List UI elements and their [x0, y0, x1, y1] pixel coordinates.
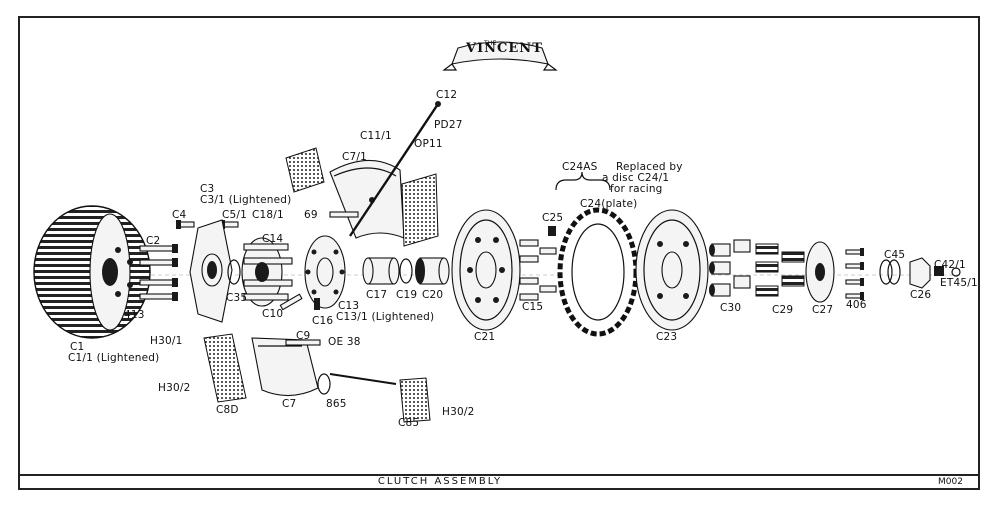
label-c4: C4: [172, 209, 187, 221]
drawing-title: CLUTCH ASSEMBLY: [377, 476, 503, 487]
friction-plate-c24: [557, 207, 639, 337]
label-c24-plate: C24(plate): [580, 198, 638, 210]
bearing-c20: [415, 257, 450, 285]
rod-c12: [349, 103, 439, 237]
label-c24as-note-2: a disc C24/1: [602, 172, 670, 184]
cups-c30: [709, 239, 751, 297]
label-c3-1: C3/1 (Lightened): [200, 194, 292, 206]
label-c26: C26: [910, 289, 932, 301]
label-865: 865: [326, 398, 347, 410]
label-c5-1: C5/1: [222, 209, 248, 221]
label-c24as: C24AS: [562, 161, 598, 173]
label-406: 406: [846, 299, 867, 311]
bolt-c9: [285, 339, 321, 346]
logo-brand-text: VINCENT: [466, 41, 543, 56]
label-c21: C21: [474, 331, 496, 343]
pressure-plate-c23: [635, 209, 709, 331]
plate-c3: [189, 219, 233, 323]
label-c13: C13: [338, 300, 360, 312]
label-c17: C17: [366, 289, 388, 301]
label-c30: C30: [720, 302, 742, 314]
lining-c85: [399, 377, 431, 423]
label-h30-1: H30/1: [150, 335, 183, 347]
label-c12: C12: [436, 89, 458, 101]
spring-plate-c27: [805, 241, 835, 303]
label-c7: C7: [282, 398, 297, 410]
springs-c29: [755, 243, 805, 297]
spring-rod: [329, 373, 397, 385]
clutch-drum-c1: [33, 205, 151, 339]
logo-small-text: THE: [484, 40, 497, 47]
label-c1: C1: [70, 341, 85, 353]
part-c42-1: [934, 266, 944, 276]
title-strip: [18, 474, 980, 492]
pin-c10: [279, 293, 303, 311]
washers-c45: [879, 259, 901, 285]
pins-c15: [519, 239, 557, 301]
label-pd27: PD27: [434, 119, 463, 131]
label-c18-1: C18/1: [252, 209, 284, 221]
label-c7-1: C7/1: [342, 151, 368, 163]
label-69: 69: [304, 209, 318, 221]
label-c24as-note-1: Replaced by: [616, 161, 683, 173]
part-c25: [548, 226, 556, 236]
label-c10: C10: [262, 308, 284, 320]
label-c85: C85: [398, 417, 420, 429]
label-c3: C3: [200, 183, 215, 195]
ring-c19: [399, 258, 413, 284]
screws-406: [845, 248, 864, 300]
label-c13-1: C13/1 (Lightened): [336, 311, 435, 323]
label-c25: C25: [542, 212, 564, 224]
c24as-brace: [555, 171, 611, 191]
lining-top-left: [285, 147, 325, 193]
label-c9: C9: [296, 330, 311, 342]
label-c2: C2: [146, 235, 161, 247]
label-c42-1: C42/1: [934, 259, 966, 271]
drawing-code: M002: [938, 477, 963, 487]
drum-plate-c21: [451, 209, 521, 331]
part-c16: [314, 298, 320, 310]
bush-c17: [362, 257, 400, 285]
label-c15: C15: [522, 301, 544, 313]
pin-69: [329, 211, 359, 218]
label-c16: C16: [312, 315, 334, 327]
label-h30-2-right: H30/2: [442, 406, 475, 418]
label-c14: C14: [262, 233, 284, 245]
label-c20: C20: [422, 289, 444, 301]
ring-865: [317, 373, 331, 395]
label-h30-2-left: H30/2: [158, 382, 191, 394]
label-413: 413: [124, 309, 145, 321]
label-op11: OP11: [414, 138, 443, 150]
part-et45-1: [951, 267, 961, 277]
ring-c35: [227, 259, 241, 285]
label-c8d: C8D: [216, 404, 239, 416]
label-et45-1: ET45/1: [940, 277, 978, 289]
lining-top-right: [401, 173, 439, 247]
nut-c26: [909, 257, 931, 289]
plate-c13: [304, 235, 346, 309]
drawing-border: [18, 16, 980, 490]
hub-c14: [241, 237, 293, 307]
brake-shoe-c7: [251, 337, 319, 397]
label-oe38: OE 38: [328, 336, 361, 348]
label-c19: C19: [396, 289, 418, 301]
label-c45: C45: [884, 249, 906, 261]
label-c29: C29: [772, 304, 794, 316]
lining-c8d: [203, 333, 247, 403]
label-c27: C27: [812, 304, 834, 316]
label-c35: C35: [226, 292, 248, 304]
label-c23: C23: [656, 331, 678, 343]
label-c11-1: C11/1: [360, 130, 392, 142]
label-c24as-note-3: for racing: [610, 183, 663, 195]
bolts-c2: [139, 244, 178, 301]
vincent-logo: [442, 41, 558, 71]
label-c1-1: C1/1 (Lightened): [68, 352, 160, 364]
